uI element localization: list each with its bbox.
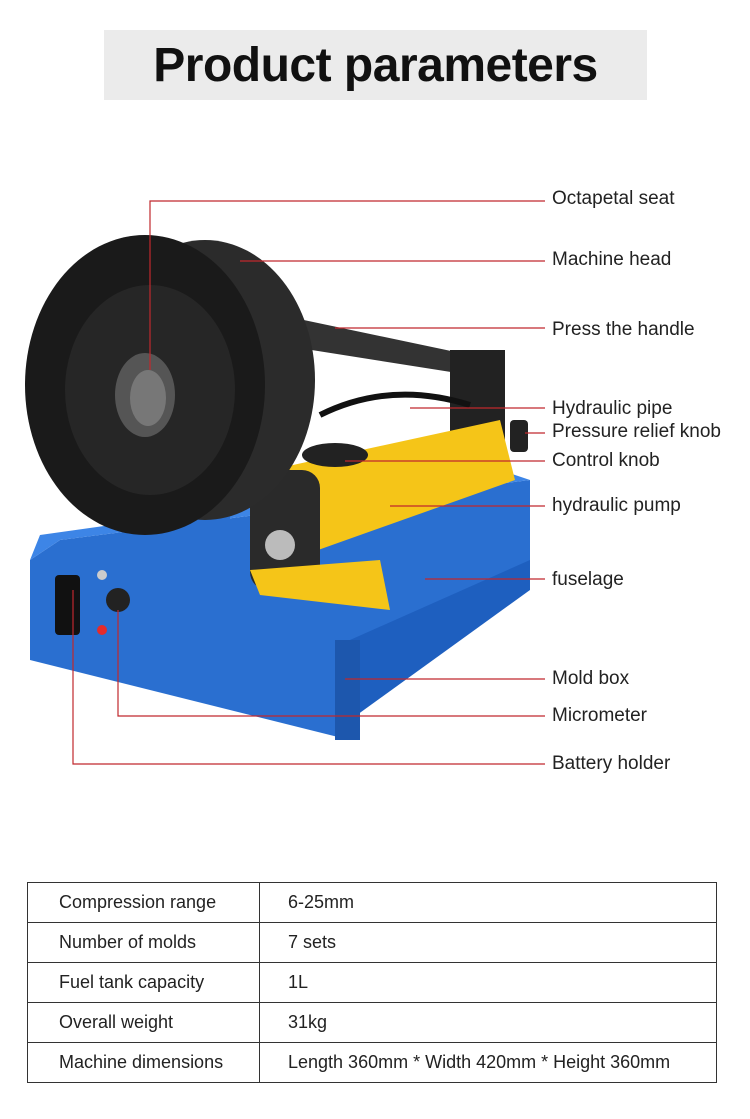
spec-value: 6-25mm xyxy=(259,882,717,923)
callout-fuselage: fuselage xyxy=(552,569,624,590)
micrometer xyxy=(106,588,130,612)
leader-line xyxy=(117,610,545,717)
spec-name: Compression range xyxy=(27,882,260,923)
control-knob xyxy=(302,443,368,467)
spec-value: 1L xyxy=(259,962,717,1003)
hydraulic-pump xyxy=(270,420,515,560)
callout-micrometer: Micrometer xyxy=(552,705,648,726)
leader-lines xyxy=(72,200,545,765)
pump-mount xyxy=(250,560,390,610)
callout-octapetal-seat: Octapetal seat xyxy=(552,188,675,209)
spec-value: Length 360mm * Width 420mm * Height 360m… xyxy=(259,1042,717,1083)
spec-name: Overall weight xyxy=(27,1002,260,1043)
callout-battery-holder: Battery holder xyxy=(552,753,671,774)
handle xyxy=(280,315,470,375)
leader-line xyxy=(149,200,545,370)
callout-press-handle: Press the handle xyxy=(552,319,695,340)
spec-value: 7 sets xyxy=(259,922,717,963)
pump-bolt xyxy=(265,530,295,560)
spec-name: Number of molds xyxy=(27,922,260,963)
screw xyxy=(97,570,107,580)
mold-box xyxy=(335,640,360,740)
red-button xyxy=(97,625,107,635)
crimping-machine-illustration xyxy=(25,200,545,765)
callout-hydraulic-pump: hydraulic pump xyxy=(552,495,681,516)
hydraulic-pipe xyxy=(318,391,471,418)
callout-mold-box: Mold box xyxy=(552,668,630,689)
callout-hydraulic-pipe: Hydraulic pipe xyxy=(552,398,673,419)
spec-value: 31kg xyxy=(259,1002,717,1043)
leader-line xyxy=(72,590,545,765)
die-opening xyxy=(130,370,166,426)
fuselage-frame xyxy=(30,480,530,740)
spec-name: Machine dimensions xyxy=(27,1042,260,1083)
battery-holder xyxy=(55,575,80,635)
callout-control-knob: Control knob xyxy=(552,450,660,471)
spec-name: Fuel tank capacity xyxy=(27,962,260,1003)
page-title: Product parameters xyxy=(153,38,598,92)
title-banner: Product parameters xyxy=(104,30,647,100)
callout-machine-head: Machine head xyxy=(552,249,672,270)
pump-end-cap xyxy=(250,470,320,590)
callout-pressure-relief-knob: Pressure relief knob xyxy=(552,421,721,442)
frame-side-face xyxy=(350,560,530,720)
pressure-relief-knob xyxy=(510,420,528,452)
